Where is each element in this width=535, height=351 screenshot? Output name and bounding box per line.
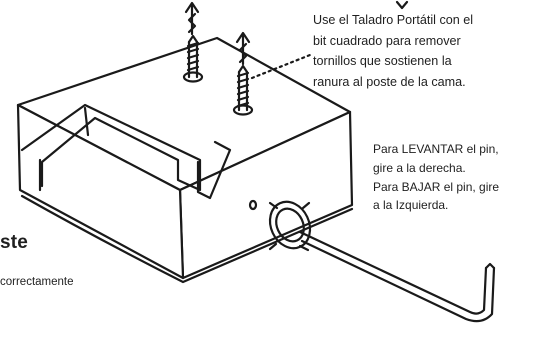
body-text-fragment: correctamente bbox=[0, 276, 74, 288]
pin-instruction-caption: Para LEVANTAR el pin, gire a la derecha.… bbox=[373, 140, 533, 215]
caption-line: a la Izquierda. bbox=[373, 198, 449, 213]
caption-line: tornillos que sostienen la bbox=[313, 54, 452, 68]
caption-line: bit cuadrado para remover bbox=[313, 33, 461, 48]
drill-instruction-caption: Use el Taladro Portátil con el bit cuadr… bbox=[313, 10, 528, 92]
bracket-bottom-edge bbox=[20, 194, 354, 284]
leader-line bbox=[250, 53, 312, 80]
chevron-down-icon bbox=[395, 0, 409, 10]
caption-line: gire a la derecha. bbox=[373, 160, 466, 175]
hex-key-icon bbox=[298, 230, 496, 323]
up-arrow-icon bbox=[184, 1, 200, 36]
caption-line: ranura al poste de la cama. bbox=[313, 74, 466, 89]
slot-opening bbox=[20, 103, 202, 192]
screw-icon bbox=[232, 64, 254, 116]
caption-line: Para BAJAR el pin, gire bbox=[373, 179, 500, 194]
caption-line: Para LEVANTAR el pin, bbox=[373, 142, 499, 156]
pin-icon bbox=[268, 200, 312, 252]
section-heading-fragment: ste bbox=[0, 232, 29, 253]
caption-line: Use el Taladro Portátil con el bbox=[313, 13, 474, 27]
up-arrow-icon bbox=[235, 31, 251, 66]
slot-inner-edges bbox=[38, 106, 232, 200]
pin-hole bbox=[248, 199, 258, 211]
screw-icon bbox=[182, 34, 204, 83]
